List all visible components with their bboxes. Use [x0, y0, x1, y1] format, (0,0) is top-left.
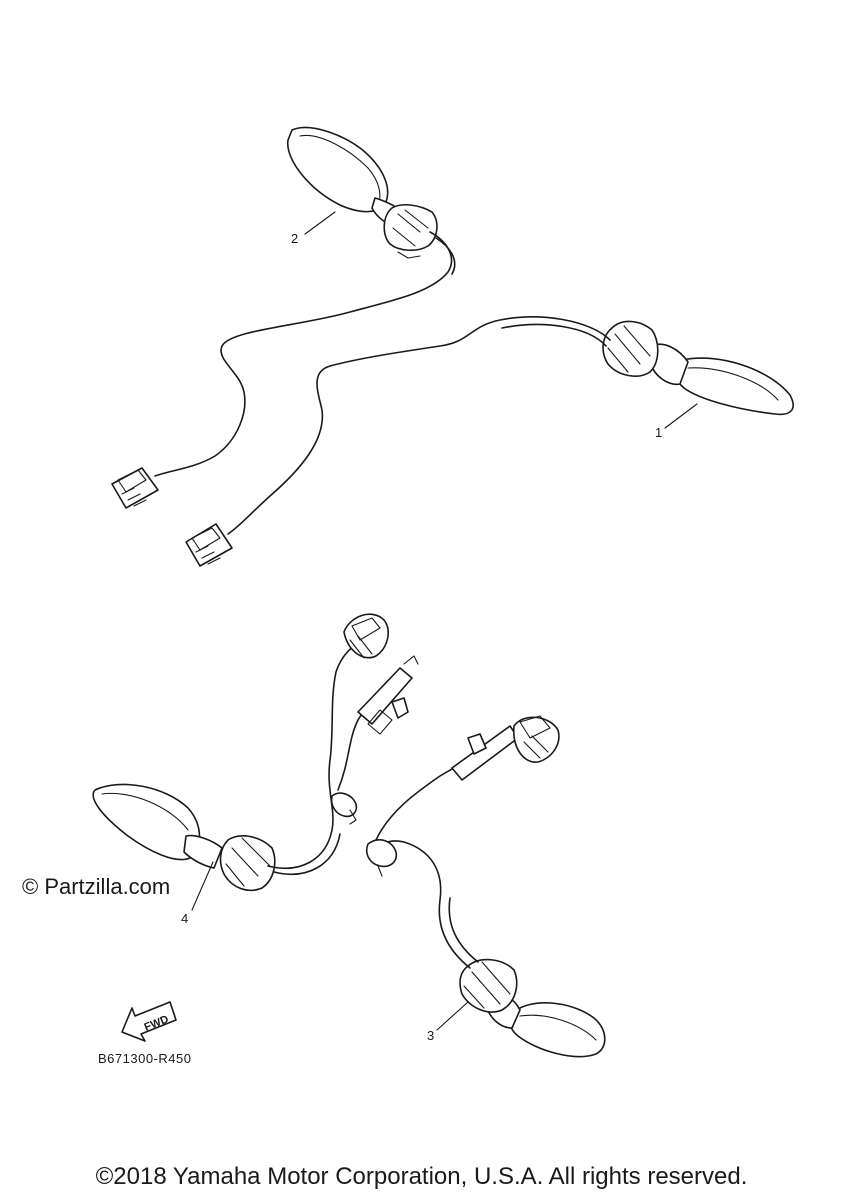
forward-direction-arrow-icon: FWD — [121, 1001, 177, 1042]
copyright-notice: ©2018 Yamaha Motor Corporation, U.S.A. A… — [95, 1163, 748, 1190]
callout-4-label: 4 — [181, 911, 188, 926]
callout-2-label: 2 — [291, 231, 298, 246]
callout-1-label: 1 — [655, 425, 662, 440]
part-2-connector — [111, 467, 159, 509]
callout-leaders — [191, 211, 698, 1031]
part-4-flasher-light-assembly[interactable] — [92, 613, 419, 892]
part-3-flasher-light-assembly[interactable] — [365, 715, 606, 1058]
part-4-connector — [343, 613, 389, 659]
diagram-reference-code: B671300-R450 — [98, 1051, 191, 1066]
part-1-flasher-light-assembly[interactable] — [185, 316, 794, 567]
part-3-connector — [513, 715, 560, 763]
partzilla-watermark: © Partzilla.com — [22, 874, 171, 899]
callout-3-label: 3 — [427, 1028, 434, 1043]
part-2-flasher-light-assembly[interactable] — [111, 126, 456, 509]
part-1-connector — [185, 523, 233, 567]
